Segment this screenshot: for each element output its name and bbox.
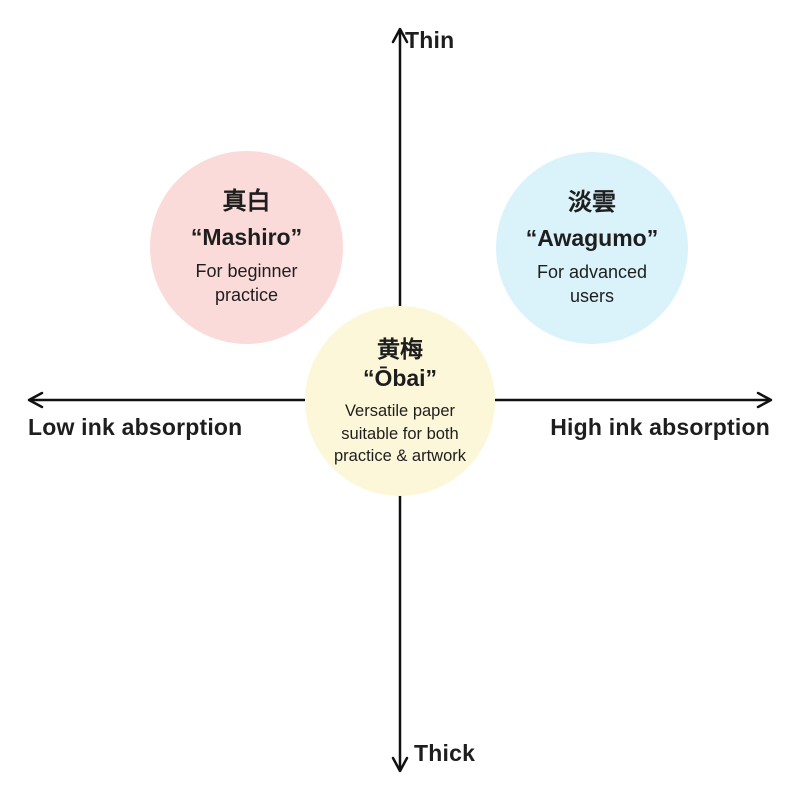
paper-circle-awagumo: 淡雲 “Awagumo” For advanced users: [496, 152, 688, 344]
paper-name-roman: “Mashiro”: [190, 224, 303, 251]
axis-label-thick: Thick: [414, 740, 476, 766]
axis-label-high-ink-absorption: High ink absorption: [550, 414, 770, 440]
paper-name-jp: 淡雲: [568, 188, 616, 216]
paper-description-line: practice & artwork: [333, 446, 467, 465]
paper-name-jp: 真白: [222, 188, 271, 216]
paper-circle-mashiro: 真白 “Mashiro” For beginner practice: [150, 151, 343, 344]
paper-description-line: For beginner: [195, 261, 298, 282]
paper-description-line: For advanced: [536, 261, 648, 282]
arrow-left-icon: [27, 391, 44, 409]
paper-description-line: practice: [214, 285, 279, 306]
arrow-up-icon: [391, 27, 409, 44]
paper-description-line: Versatile paper: [344, 402, 456, 421]
arrow-down-icon: [391, 756, 409, 773]
paper-name-jp: 黄梅: [377, 335, 423, 362]
paper-description-line: suitable for both: [341, 424, 459, 443]
paper-circle-obai: 黄梅 “Ōbai” Versatile paper suitable for b…: [305, 306, 495, 496]
paper-description-line: users: [569, 285, 614, 306]
paper-description: For advanced users: [537, 260, 647, 309]
axis-label-thin: Thin: [405, 27, 455, 53]
paper-name-roman: “Ōbai”: [362, 364, 438, 391]
arrow-right-icon: [756, 391, 773, 409]
paper-name-roman: “Awagumo”: [525, 224, 659, 251]
paper-description: For beginner practice: [195, 259, 297, 308]
axis-label-low-ink-absorption: Low ink absorption: [28, 414, 243, 440]
paper-description: Versatile paper suitable for both practi…: [334, 400, 466, 467]
